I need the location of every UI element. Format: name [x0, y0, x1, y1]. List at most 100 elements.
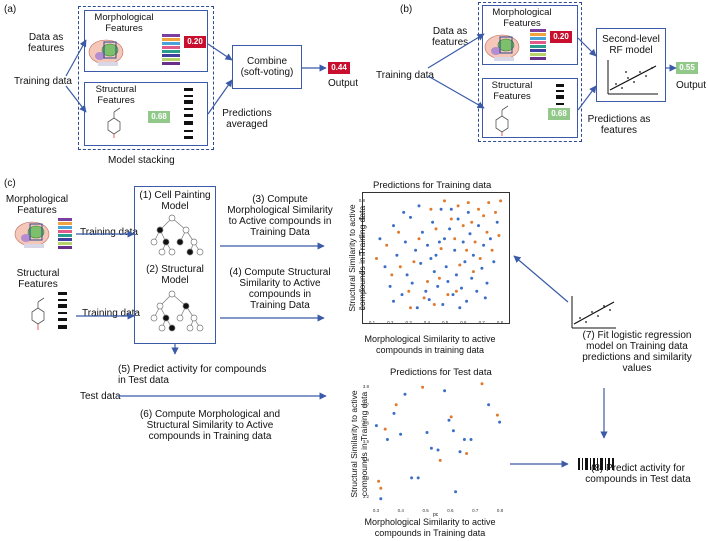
output-score-badge-b: 0.55: [676, 62, 698, 74]
train-point-s1-5: [412, 260, 416, 264]
decision-tree-icon-1: [150, 214, 204, 256]
train-point-s1-32: [426, 280, 429, 283]
step3-label: (3) Compute Morphological Similarity to …: [227, 194, 333, 238]
train-point-s1-30: [499, 199, 503, 203]
data-as-features-label-a: Data as features: [28, 32, 65, 54]
step7-label: (7) Fit logistic regression model on Tra…: [582, 330, 692, 374]
arrow-c-step7-to-train-plot: [513, 255, 569, 303]
train-ytick: 0.4: [359, 270, 366, 275]
train-point-s0-18: [432, 270, 436, 274]
step2-label: (2) Structural Model: [146, 264, 204, 286]
train-point-s0-41: [482, 243, 486, 247]
train-point-s0-20: [436, 284, 440, 288]
train-point-s1-31: [409, 306, 412, 310]
feature-stripes-icon-b: [530, 29, 546, 60]
train-point-s0-39: [477, 224, 480, 228]
molecule-icon-c: [31, 297, 45, 330]
train-point-s0-37: [471, 253, 475, 257]
train-point-s1-37: [432, 303, 436, 306]
cell-image-icon-b: [484, 34, 520, 61]
test-point-s0-5: [410, 476, 414, 480]
train-point-s1-6: [417, 237, 421, 241]
morph-features-label-c: Morphological Features: [5, 194, 69, 216]
test-point-s0-19: [379, 497, 383, 501]
step5-label: (5) Predict activity for compounds in Te…: [118, 364, 267, 386]
test-xtick: 0.8: [497, 508, 504, 513]
test-point-s0-17: [487, 403, 491, 407]
test-plot-title: Predictions for Test data: [390, 367, 492, 378]
test-point-s0-15: [462, 438, 466, 441]
train-point-s0-9: [410, 281, 414, 285]
predictions-averaged-label: Predictions averaged: [222, 108, 272, 130]
fingerprint-barcode-icon-a: [184, 88, 193, 139]
feature-stripes-icon-c: [58, 218, 72, 249]
train-point-s1-26: [487, 201, 491, 205]
test-point-s0-8: [429, 446, 433, 450]
combine-box: [232, 45, 302, 89]
test-point-s0-1: [385, 438, 389, 441]
train-ytick: 0.8: [359, 198, 366, 203]
train-point-s0-42: [485, 281, 489, 285]
arrow-a-struct-to-combine: [207, 79, 233, 115]
train-ytick: 0.6: [359, 234, 366, 239]
test-point-s0-14: [458, 450, 462, 454]
train-point-s0-47: [417, 204, 421, 208]
test-ytick: 3.8: [363, 384, 370, 389]
train-point-s0-29: [454, 273, 458, 277]
train-point-s1-36: [398, 265, 402, 269]
train-point-s0-25: [446, 280, 450, 283]
train-point-s0-32: [461, 240, 465, 244]
train-plot-xlabel: Morphological Similarity to active compo…: [364, 334, 496, 355]
test-plot-xlabel: Morphological Similarity to active compo…: [364, 517, 496, 538]
train-point-s0-31: [460, 286, 463, 290]
train-point-s1-35: [471, 270, 475, 274]
panel-c-label: (c): [4, 178, 16, 189]
struct-features-box-a: [84, 82, 208, 146]
test-xtick: 0.4: [398, 508, 405, 513]
test-xtick: 0.6: [447, 508, 454, 513]
test-point-s0-9: [436, 448, 440, 452]
output-label-a: Output: [328, 78, 359, 89]
struct-score-badge-a: 0.68: [148, 111, 170, 123]
fingerprint-barcode-icon-c: [58, 292, 67, 329]
cell-image-icon-a: [88, 39, 124, 66]
train-ytick: 0.3: [359, 288, 366, 293]
train-point-s1-2: [390, 273, 394, 277]
train-point-s0-27: [451, 293, 455, 297]
test-plot-xsmall: pc: [433, 512, 439, 518]
panel-b-dashed-box: [478, 2, 582, 142]
train-point-s1-33: [439, 247, 443, 251]
train-point-s0-1: [383, 265, 387, 269]
train-point-s0-48: [437, 240, 441, 244]
predictions-as-features-label: Predictions as features: [587, 114, 651, 136]
train-xtick: 0.8: [497, 320, 504, 325]
train-point-s0-53: [429, 257, 433, 260]
second-level-rf-label: Second-level RF model: [602, 34, 660, 56]
arrow-b-train-to-morph: [427, 33, 485, 69]
train-point-s1-1: [385, 243, 389, 247]
train-point-s1-20: [470, 220, 474, 224]
regression-plot-icon-b: [607, 60, 658, 95]
train-point-s0-21: [439, 207, 443, 211]
train-point-s1-14: [453, 237, 457, 241]
train-plot-title: Predictions for Training data: [373, 180, 492, 191]
train-point-s0-49: [458, 306, 462, 310]
train-point-s0-40: [480, 266, 484, 270]
test-point-s1-8: [495, 413, 499, 417]
train-point-s0-14: [424, 289, 428, 293]
panel-b-label: (b): [400, 4, 413, 15]
train-point-s0-7: [405, 273, 409, 277]
train-point-s0-28: [453, 248, 457, 252]
train-point-s1-10: [437, 276, 441, 280]
train-ytick: 0.5: [359, 252, 366, 257]
train-point-s0-54: [449, 207, 453, 211]
test-point-s0-13: [454, 490, 458, 494]
test-ytick: 3.6: [363, 421, 370, 426]
train-point-s0-16: [427, 298, 431, 302]
train-point-s0-34: [465, 299, 469, 303]
test-point-s1-6: [465, 452, 469, 455]
train-xtick: 0.3: [405, 320, 412, 325]
